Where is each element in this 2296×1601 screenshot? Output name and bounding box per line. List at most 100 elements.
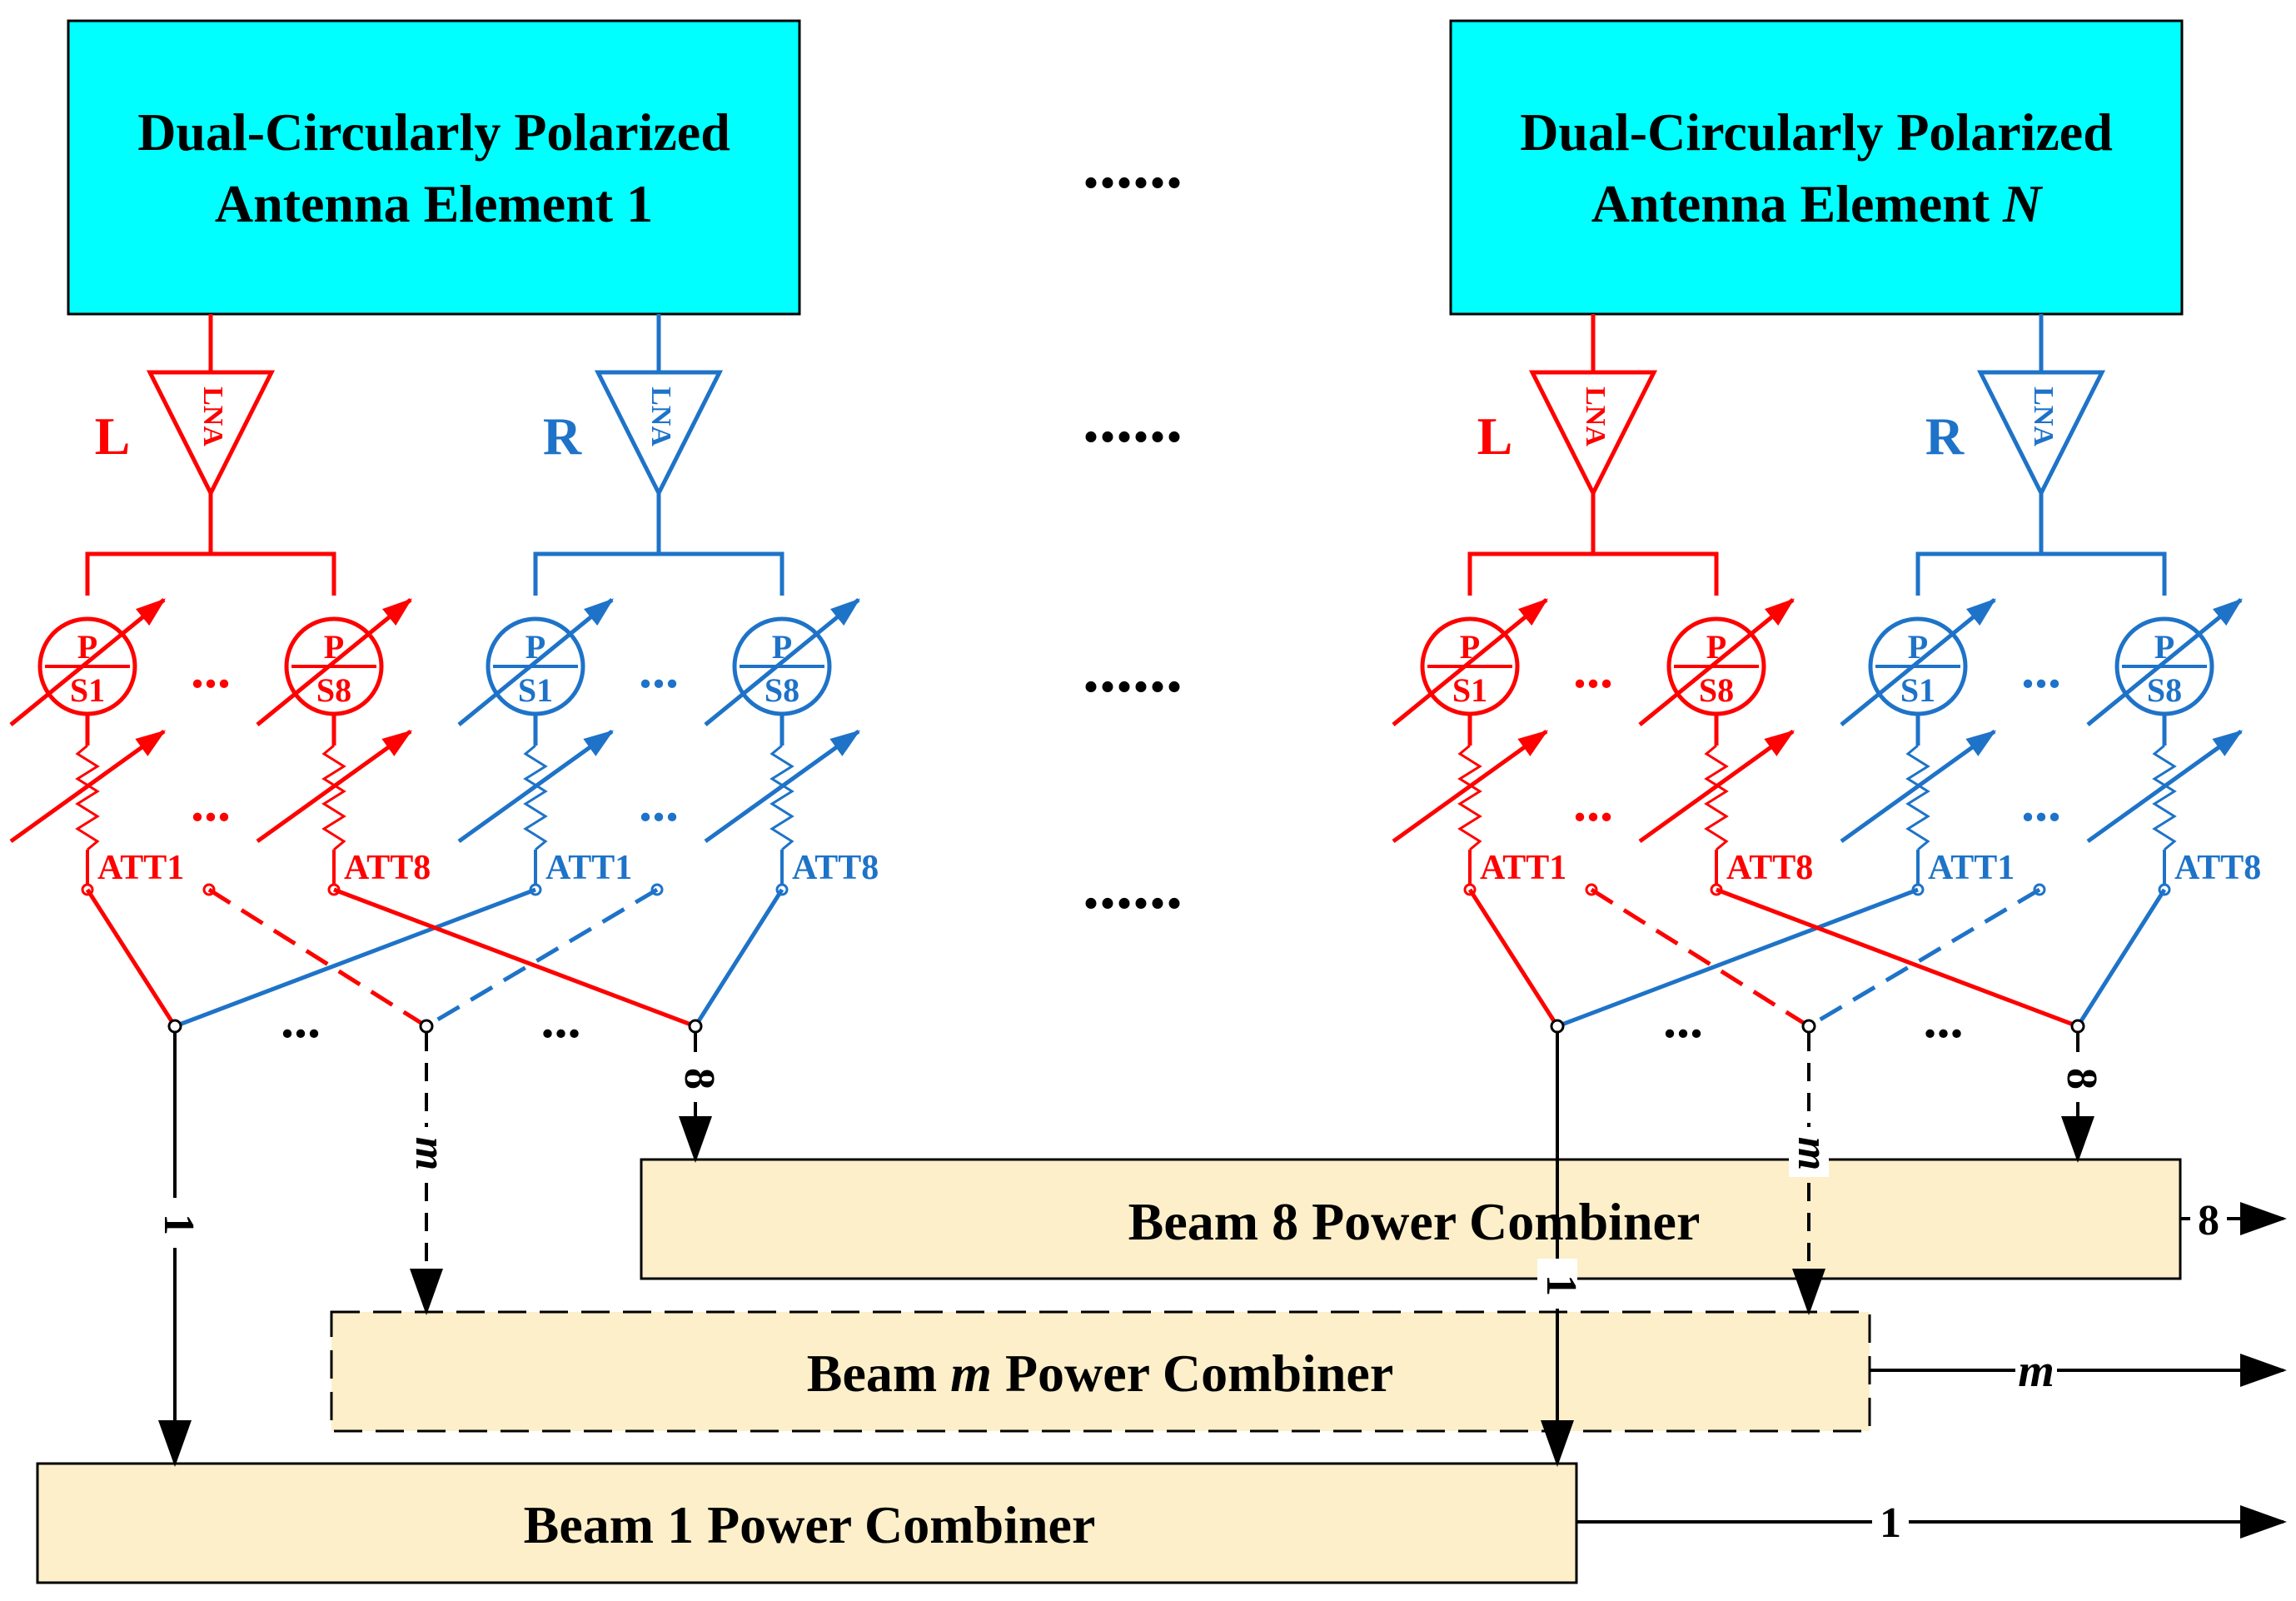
combiner-8-label: Beam 8 Power Combiner [1128,1192,1701,1251]
ellipsis-attenuators: ...... [1083,850,1183,923]
attenuator-ellipsis: ... [2021,773,2061,832]
routing-line [2075,888,2167,1028]
phase-adjust-arrow-icon [1840,598,1996,726]
attenuator-label: ATT1 [545,849,632,887]
phase-shifter-label: S8 [2147,671,2182,709]
right-polarization-chain: LNARPS1ATT1PS8ATT8...... [457,314,879,896]
attenuator-ellipsis: ... [191,773,231,832]
antenna-element-n: Dual-Circularly Polarized Antenna Elemen… [1449,19,2184,316]
phase-shifter-ellipsis: ... [1573,640,1613,699]
lna-icon [1528,370,1658,498]
attenuator-icon [321,744,346,851]
rf-chains: LNALPS1ATT1PS8ATT8......LNARPS1ATT1PS8AT… [9,314,2261,1049]
beam-8-power-combiner: Beam 8 Power Combiner [640,1158,2182,1280]
routing-line [1716,887,2079,1029]
feed-label-bg [675,1052,715,1102]
attenuator-icon [75,744,100,851]
phase-adjust-arrow-icon [1638,598,1795,726]
polarization-label: L [1477,406,1513,466]
split-line [85,493,213,596]
feed-label-bg [155,1198,195,1248]
feed-label: 1 [1537,1274,1585,1296]
phase-shifter-ellipsis: ... [2021,640,2061,699]
attenuator-label: ATT1 [97,849,184,887]
phase-adjust-arrow-icon [256,598,412,726]
beam-node [419,1019,434,1034]
output-m-label: m [2018,1345,2054,1397]
combiner-m-var: m [950,1344,992,1403]
feed-label-bg [1789,1127,1829,1177]
output-1: 1 [1576,1499,2287,1547]
attenuator-label: ATT8 [344,849,431,887]
routing-line [693,888,784,1028]
lna-icon [146,370,276,498]
routing-line-dashed [207,887,428,1029]
routing-line-dashed [425,887,659,1029]
beam-node [167,1019,182,1034]
routing-line [1467,888,1560,1028]
lna-label: LNA [197,387,228,446]
routing-line [333,887,696,1029]
antenna-n-title-line2: Antenna Element N [1591,174,2044,233]
attenuator-ellipsis: ... [639,773,679,832]
split-line [1467,493,1596,596]
attenuator-icon [1457,744,1482,851]
attenuator-label: ATT8 [2174,849,2261,887]
ellipsis-antennas: ...... [1083,129,1183,202]
output-8: 8 [2180,1197,2287,1244]
beam-node-ellipsis: ... [1924,990,1964,1049]
feed-label-bg [1537,1259,1577,1309]
feed-label-bg [2058,1052,2098,1102]
beam-node [688,1019,703,1034]
attenuator-icon [1905,744,1930,851]
combiner-m-suffix: Power Combiner [992,1344,1393,1403]
feed-label: 1 [155,1214,202,1235]
phase-shifter-ellipsis: ... [191,640,231,699]
feed-label: 8 [675,1068,723,1090]
phase-adjust-arrow-icon [704,598,860,726]
beam-node [2070,1019,2085,1034]
beam-m-power-combiner: Beam m Power Combiner [330,1310,1871,1433]
antenna-1-title-line1: Dual-Circularly Polarized [137,102,730,162]
output-m: m [1870,1345,2287,1397]
attenuator-label: ATT8 [1726,849,1813,887]
lna-label: LNA [645,387,676,446]
phase-shifter-label: S1 [1452,671,1487,709]
feed-antenna-1-beam-m: m [406,1033,454,1315]
phase-shifter-label: S8 [765,671,799,709]
phase-adjust-arrow-icon [9,598,166,726]
attenuation-adjust-arrow-icon [2086,729,2244,844]
antenna-element-1: Dual-Circularly Polarized Antenna Elemen… [67,19,801,316]
beam-node-ellipsis: ... [281,990,321,1049]
phase-shifter-label: S1 [518,671,553,709]
beam-node-ellipsis: ... [1663,990,1703,1049]
routing-line-dashed [1590,887,1810,1029]
antenna-1-title-line2: Antenna Element 1 [215,174,653,233]
polarization-label: L [95,406,131,466]
feed-label-bg [406,1127,446,1177]
antenna-n-title-var: N [2002,174,2044,233]
attenuator-label: ATT8 [792,849,879,887]
attenuator-icon [2152,744,2177,851]
attenuation-adjust-arrow-icon [704,729,861,844]
antenna-1-chains: LNALPS1ATT1PS8ATT8......LNARPS1ATT1PS8AT… [9,314,879,1049]
feed-antenna-n-beam-m: m [1789,1033,1836,1315]
feed-antenna-1-beam-1: 1 [155,1033,202,1467]
attenuation-adjust-arrow-icon [1638,729,1795,844]
routing-line [174,887,536,1029]
attenuation-adjust-arrow-icon [457,729,615,844]
beam-node [1550,1019,1565,1034]
split-line [659,551,784,596]
routing-line [85,888,177,1028]
phase-adjust-arrow-icon [1392,598,1548,726]
attenuator-icon [769,744,794,851]
phase-shifter-label: S8 [316,671,351,709]
